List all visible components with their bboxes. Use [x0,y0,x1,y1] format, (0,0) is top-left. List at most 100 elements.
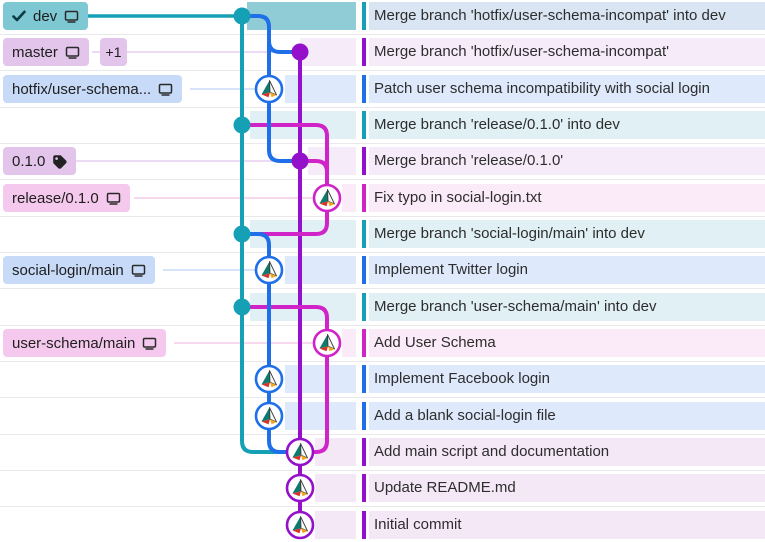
message-row-background [369,2,765,30]
graph-row-highlight [285,365,356,393]
branch-label-master[interactable]: master [3,38,89,66]
commit-dot[interactable] [291,152,309,170]
commit-color-bar [362,2,366,30]
commit-row[interactable]: Patch user schema incompatibility with s… [0,75,765,103]
commit-color-bar [362,511,366,539]
branch-label-user-schema[interactable]: user-schema/main [3,329,167,357]
commit-avatar[interactable] [254,74,284,104]
message-row-background [369,256,765,284]
commit-message: Initial commit [374,516,462,533]
commit-avatar[interactable] [312,328,342,358]
commit-row[interactable]: Implement Facebook login [0,365,765,393]
row-separator [0,216,765,217]
branch-line-hotfix-to-master [267,39,295,54]
message-row-background [369,365,765,393]
row-separator [0,397,765,398]
ahead-count-badge: +1 [100,38,127,66]
commit-row[interactable]: Add a blank social-login file [0,402,765,430]
branch-label-dev[interactable]: dev [3,2,89,30]
commit-color-bar [362,111,366,139]
commit-dot[interactable] [233,298,251,316]
commit-message: Add User Schema [374,334,496,351]
message-row-background [369,402,765,430]
branch-line-dev [240,14,296,454]
commit-message: Fix typo in social-login.txt [374,189,542,206]
row-separator [0,288,765,289]
row-separator [0,107,765,108]
commit-color-bar [362,184,366,212]
graph-row-highlight [315,511,356,539]
row-separator [0,143,765,144]
row-separator [0,325,765,326]
commit-dot[interactable] [233,7,251,25]
commit-message: Implement Facebook login [374,370,550,387]
commit-message: Merge branch 'release/0.1.0' [374,152,564,169]
branch-line-release-base [248,196,329,236]
branch-label-text: release/0.1.0 [12,189,99,207]
branch-label-hotfix[interactable]: hotfix/user-schema... [3,75,183,103]
commit-avatar[interactable] [285,473,315,503]
commit-message: Merge branch 'social-login/main' into de… [374,225,645,242]
commit-avatar[interactable] [285,437,315,467]
commit-dot[interactable] [291,43,309,61]
commit-message: Merge branch 'hotfix/user-schema-incompa… [374,7,726,24]
tag-label-0-1-0[interactable]: 0.1.0 [3,147,77,175]
message-row-background [369,474,765,502]
commit-avatar[interactable] [285,510,315,540]
computer-icon [158,83,173,96]
commit-avatar[interactable] [254,255,284,285]
commit-color-bar [362,438,366,466]
commit-dot[interactable] [233,116,251,134]
commit-message: Update README.md [374,479,516,496]
commit-row[interactable]: Fix typo in social-login.txt [0,184,765,212]
commit-message: Merge branch 'hotfix/user-schema-incompa… [374,43,670,60]
message-row-background [369,147,765,175]
branch-label-social-login[interactable]: social-login/main [3,256,155,284]
row-separator [0,70,765,71]
row-separator [0,361,765,362]
commit-color-bar [362,147,366,175]
commit-dot[interactable] [233,225,251,243]
commit-message: Merge branch 'release/0.1.0' into dev [374,116,620,133]
branch-label-release[interactable]: release/0.1.0 [3,184,130,212]
tag-icon [53,154,67,169]
row-separator [0,506,765,507]
graph-row-highlight [285,256,356,284]
message-row-background [369,293,765,321]
branch-line-release-from-dev-merge [248,123,329,200]
commit-color-bar [362,402,366,430]
commit-row[interactable]: Merge branch 'hotfix/user-schema-incompa… [0,38,765,66]
graph-row-highlight [300,38,356,66]
branch-line-user-schema-base [304,341,329,454]
computer-icon [131,264,145,277]
commit-row[interactable]: Add main script and documentation [0,438,765,466]
commit-avatar[interactable] [312,183,342,213]
commit-row[interactable]: Update README.md [0,474,765,502]
branch-label-text: user-schema/main [12,334,136,352]
commit-color-bar [362,329,366,357]
commit-message: Add a blank social-login file [374,407,556,424]
row-separator [0,470,765,471]
commit-color-bar [362,220,366,248]
commit-avatar[interactable] [254,364,284,394]
computer-icon [143,337,157,350]
message-row-background [369,220,765,248]
commit-row[interactable]: Implement Twitter login [0,256,765,284]
branch-label-text: hotfix/user-schema... [12,80,152,98]
row-separator [0,434,765,435]
commit-row[interactable]: Add User Schema [0,329,765,357]
message-row-background [369,38,765,66]
commit-row[interactable]: Initial commit [0,511,765,539]
commit-color-bar [362,75,366,103]
commit-color-bar [362,474,366,502]
commit-message: Merge branch 'user-schema/main' into dev [374,298,657,315]
commit-row[interactable]: Merge branch 'social-login/main' into de… [0,220,765,248]
commit-message: Patch user schema incompatibility with s… [374,80,710,97]
commit-avatar[interactable] [254,401,284,431]
commit-row[interactable]: Merge branch 'release/0.1.0' [0,147,765,175]
graph-row-highlight [342,184,356,212]
computer-icon [64,10,79,23]
branch-line-social-login [248,232,296,454]
